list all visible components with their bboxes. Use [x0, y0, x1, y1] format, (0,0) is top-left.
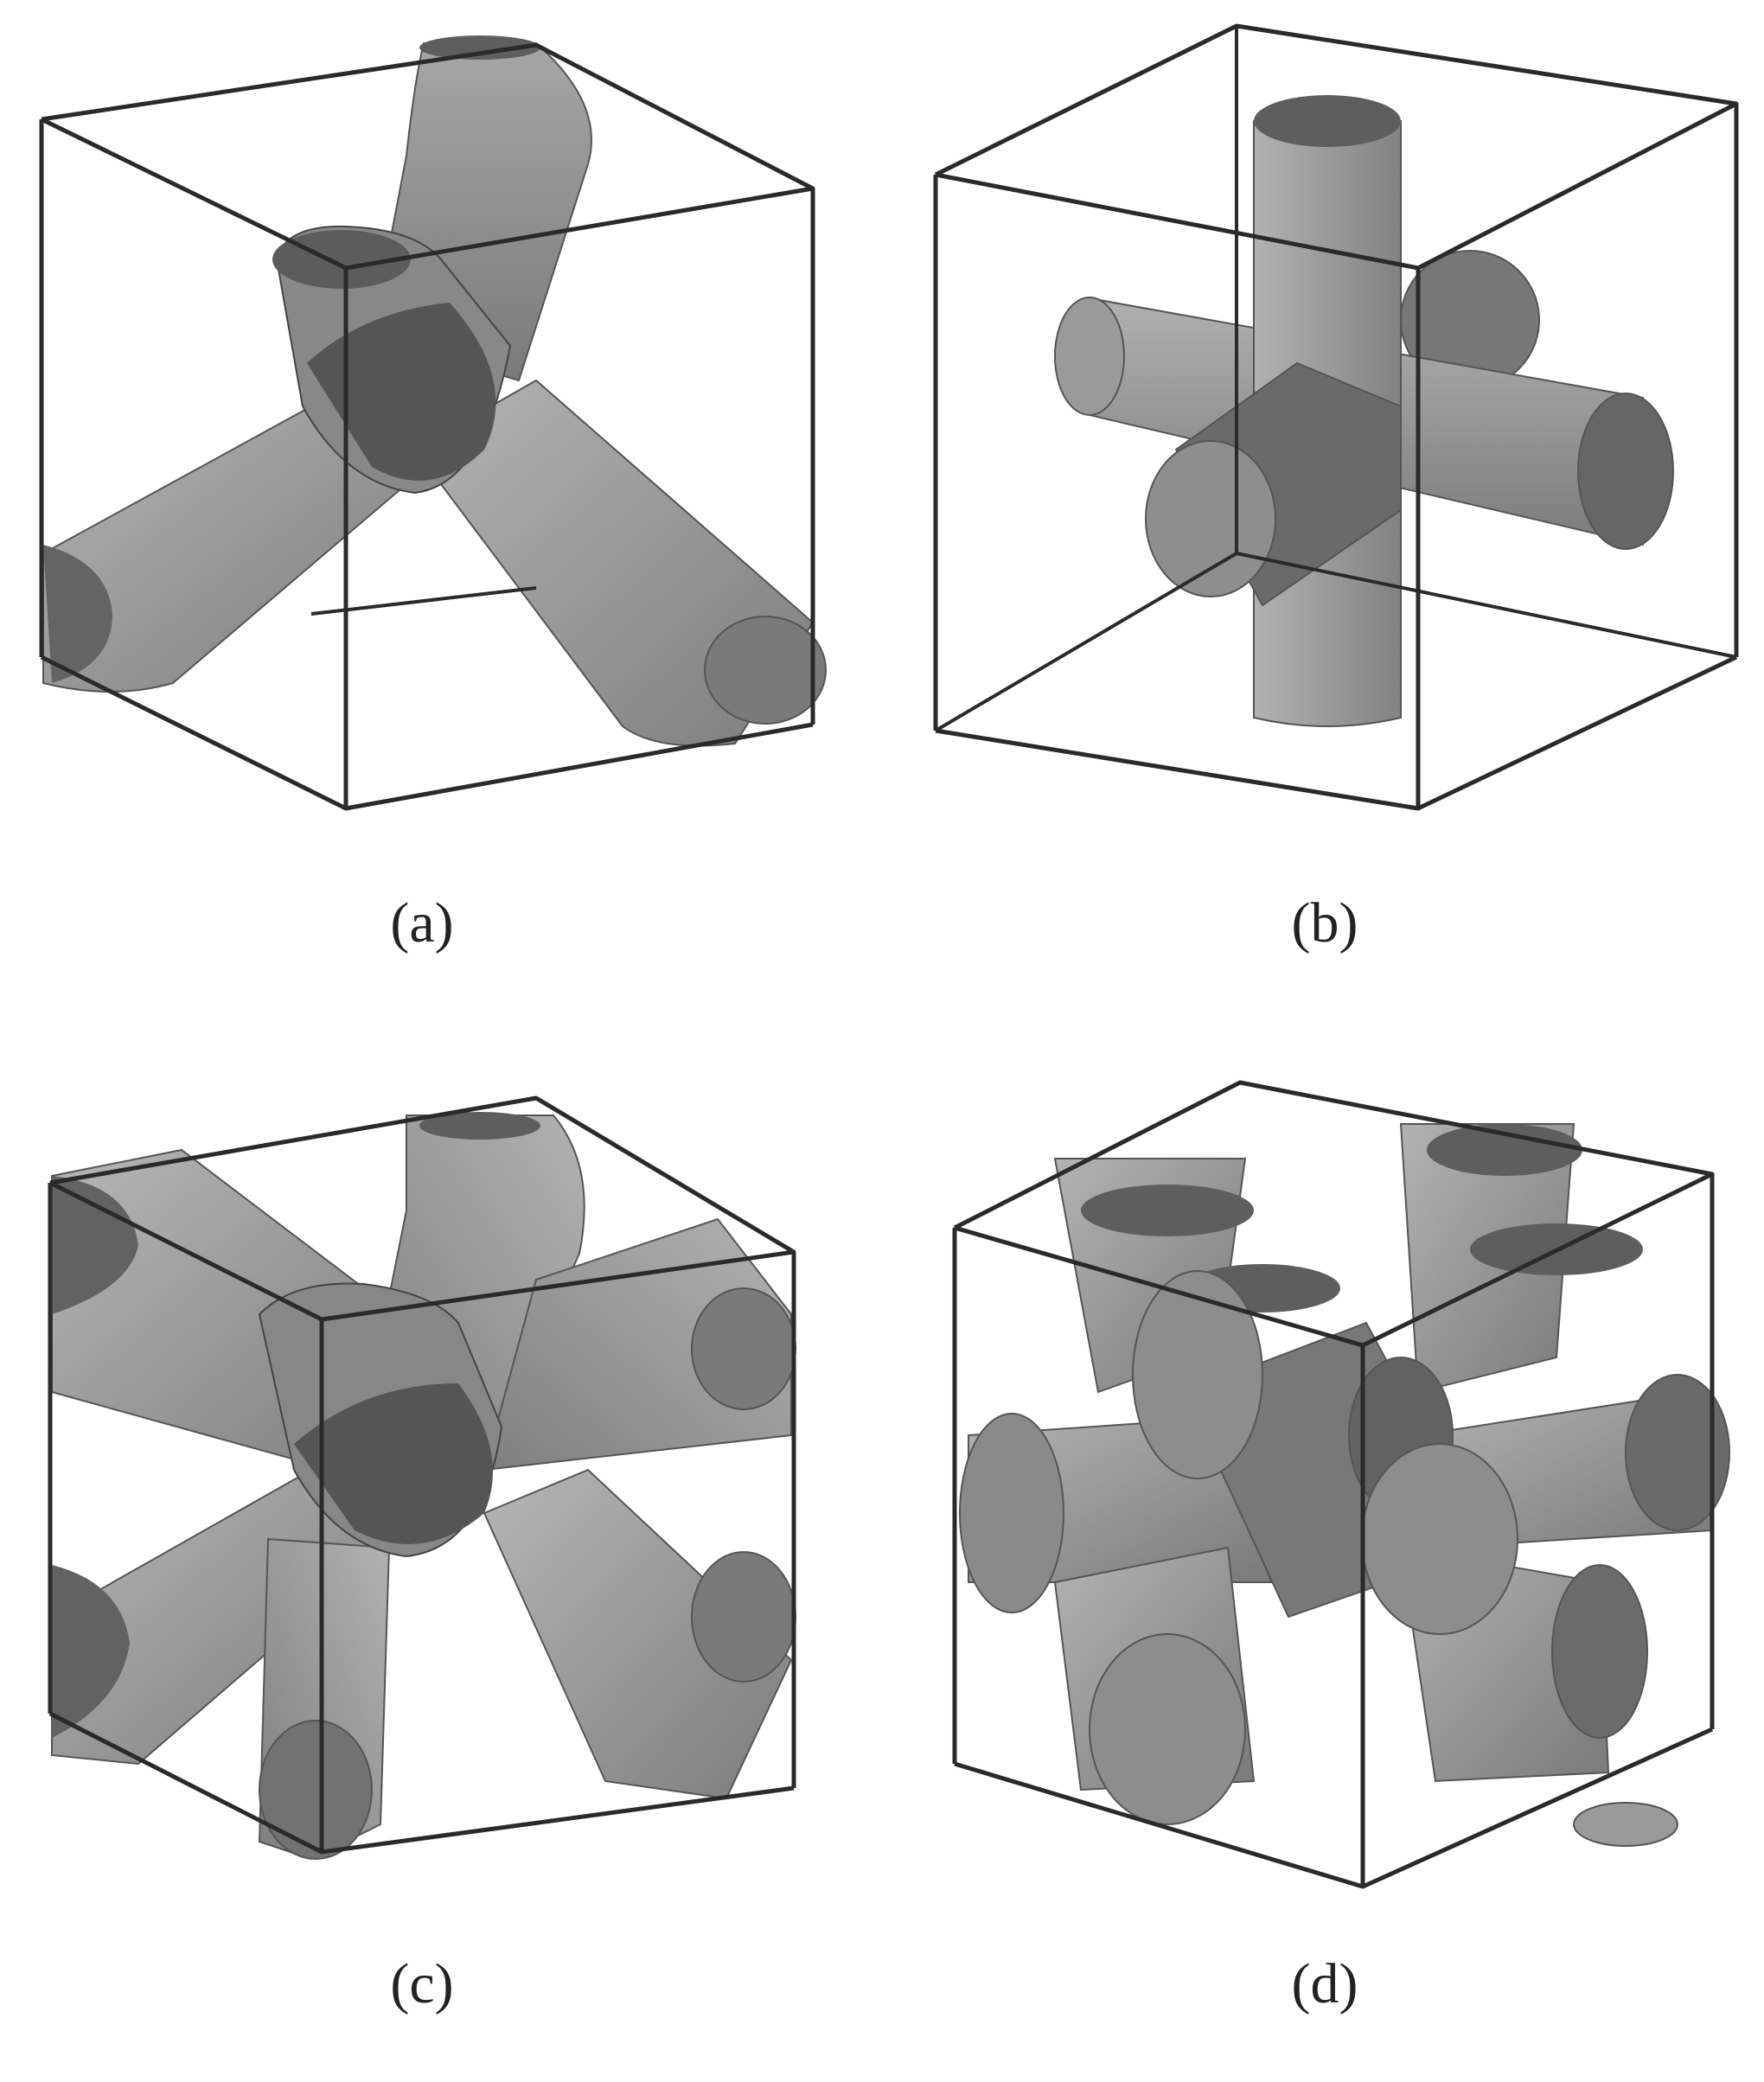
strut-group — [51, 1112, 796, 1861]
cube-frame — [933, 23, 1739, 811]
panel-b-diagram — [933, 23, 1739, 811]
panel-d-diagram — [952, 1080, 1730, 1889]
strut-group — [959, 1123, 1730, 1847]
panel-c-caption: (c) — [390, 1952, 454, 2015]
panel-a-caption: (a) — [390, 891, 454, 955]
strut-group — [42, 35, 827, 747]
strut-group — [1054, 95, 1674, 727]
cube-frame — [952, 1080, 1715, 1889]
panel-c-diagram — [48, 1095, 796, 1861]
panel-d-caption: (d) — [1291, 1952, 1358, 2015]
panel-b-caption: (b) — [1291, 891, 1358, 955]
cube-frame — [39, 42, 815, 811]
cube-frame — [48, 1095, 796, 1855]
panel-a-diagram — [39, 35, 827, 811]
